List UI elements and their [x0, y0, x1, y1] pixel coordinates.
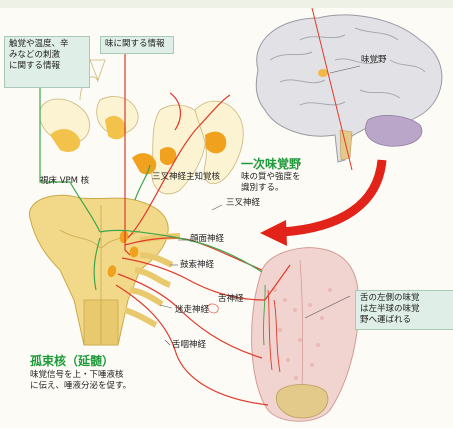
vagus-nerve-label: 迷走神経: [175, 305, 209, 316]
solitary-nucleus-desc: 味覚信号を上・下唾液核 に伝え、唾液分泌を促す。: [30, 370, 131, 392]
trigeminal-nucleus-label: 三叉神経主知覚核: [152, 172, 220, 183]
lingual-nerve-label: 舌神経: [218, 294, 244, 305]
solitary-nucleus-title: 孤束核（延髄）: [30, 352, 114, 369]
taste-info-box: 味に関する情報: [100, 36, 174, 54]
tongue-note-box: 舌の左側の味覚 は左半球の味覚 野へ運ばれる: [355, 290, 453, 330]
brain-illustration: [256, 8, 442, 170]
sensation-info-box: 触覚や温度、辛 みなどの刺激 に関する情報: [4, 36, 90, 88]
primary-gustatory-desc: 味の質や強度を 識別する。: [241, 172, 301, 194]
tongue-illustration: [252, 248, 359, 422]
trigeminal-nerve-label: 三叉神経: [226, 198, 260, 209]
chorda-tympani-label: 鼓索神経: [180, 260, 214, 271]
vpm-label: 視床 VPM 核: [40, 176, 89, 187]
primary-gustatory-title: 一次味覚野: [241, 155, 301, 172]
gustatory-area-label: 味覚野: [361, 55, 387, 66]
facial-nerve-label: 顔面神経: [190, 234, 224, 245]
glossopharyngeal-nerve-label: 舌咽神経: [172, 340, 206, 351]
brainstem-illustration: [29, 195, 180, 345]
